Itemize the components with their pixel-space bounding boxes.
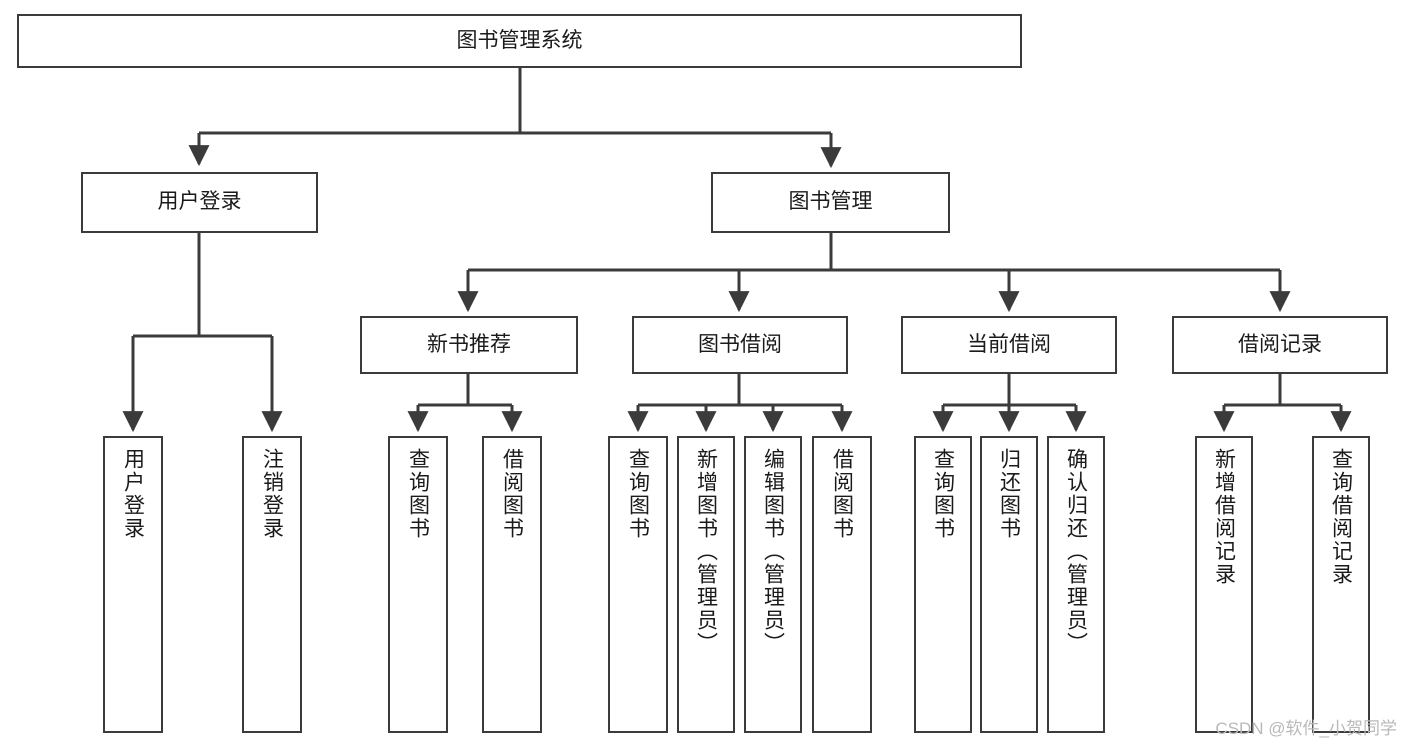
node-leaf-query-book-2-label: 查询图书 xyxy=(626,448,650,540)
node-root-label: 图书管理系统 xyxy=(456,28,583,52)
node-leaf-borrow-book-1-label: 借阅图书 xyxy=(500,448,524,540)
node-current-borrow[interactable]: 当前借阅 xyxy=(901,316,1117,374)
node-user-login[interactable]: 用户登录 xyxy=(81,172,318,233)
node-book-borrow-label: 图书借阅 xyxy=(698,332,782,356)
node-leaf-confirm-return-label: 确认归还（管理员） xyxy=(1064,448,1088,655)
node-book-borrow[interactable]: 图书借阅 xyxy=(632,316,848,374)
node-leaf-query-book-3[interactable]: 查询图书 xyxy=(914,436,972,733)
node-leaf-query-record-label: 查询借阅记录 xyxy=(1329,448,1353,586)
node-leaf-borrow-book-1[interactable]: 借阅图书 xyxy=(482,436,542,733)
node-user-login-label: 用户登录 xyxy=(157,190,242,214)
node-leaf-borrow-book-2-label: 借阅图书 xyxy=(830,448,854,540)
node-leaf-edit-book-label: 编辑图书（管理员） xyxy=(761,448,785,655)
node-leaf-add-book[interactable]: 新增图书（管理员） xyxy=(677,436,735,733)
node-root[interactable]: 图书管理系统 xyxy=(17,14,1022,68)
node-leaf-borrow-book-2[interactable]: 借阅图书 xyxy=(812,436,872,733)
node-borrow-record-label: 借阅记录 xyxy=(1238,332,1322,356)
node-leaf-query-book-2[interactable]: 查询图书 xyxy=(608,436,668,733)
node-leaf-query-book-3-label: 查询图书 xyxy=(931,448,955,540)
node-leaf-add-record-label: 新增借阅记录 xyxy=(1212,448,1236,586)
node-leaf-query-book-1[interactable]: 查询图书 xyxy=(388,436,448,733)
node-leaf-add-record[interactable]: 新增借阅记录 xyxy=(1195,436,1253,733)
node-leaf-query-book-1-label: 查询图书 xyxy=(406,448,430,540)
node-leaf-return-book[interactable]: 归还图书 xyxy=(980,436,1038,733)
node-leaf-logout[interactable]: 注销登录 xyxy=(242,436,302,733)
csdn-watermark: CSDN @软件_小贺同学 xyxy=(1215,719,1397,738)
node-new-book-rec[interactable]: 新书推荐 xyxy=(360,316,578,374)
node-borrow-record[interactable]: 借阅记录 xyxy=(1172,316,1388,374)
node-leaf-add-book-label: 新增图书（管理员） xyxy=(694,448,718,655)
node-leaf-user-login[interactable]: 用户登录 xyxy=(103,436,163,733)
node-book-manage[interactable]: 图书管理 xyxy=(711,172,950,233)
node-current-borrow-label: 当前借阅 xyxy=(967,332,1051,356)
node-leaf-confirm-return[interactable]: 确认归还（管理员） xyxy=(1047,436,1105,733)
node-leaf-logout-label: 注销登录 xyxy=(260,448,284,540)
node-book-manage-label: 图书管理 xyxy=(788,190,873,214)
node-new-book-rec-label: 新书推荐 xyxy=(427,332,511,356)
node-leaf-query-record[interactable]: 查询借阅记录 xyxy=(1312,436,1370,733)
node-leaf-return-book-label: 归还图书 xyxy=(997,448,1021,540)
node-leaf-user-login-label: 用户登录 xyxy=(121,448,145,540)
node-leaf-edit-book[interactable]: 编辑图书（管理员） xyxy=(744,436,802,733)
